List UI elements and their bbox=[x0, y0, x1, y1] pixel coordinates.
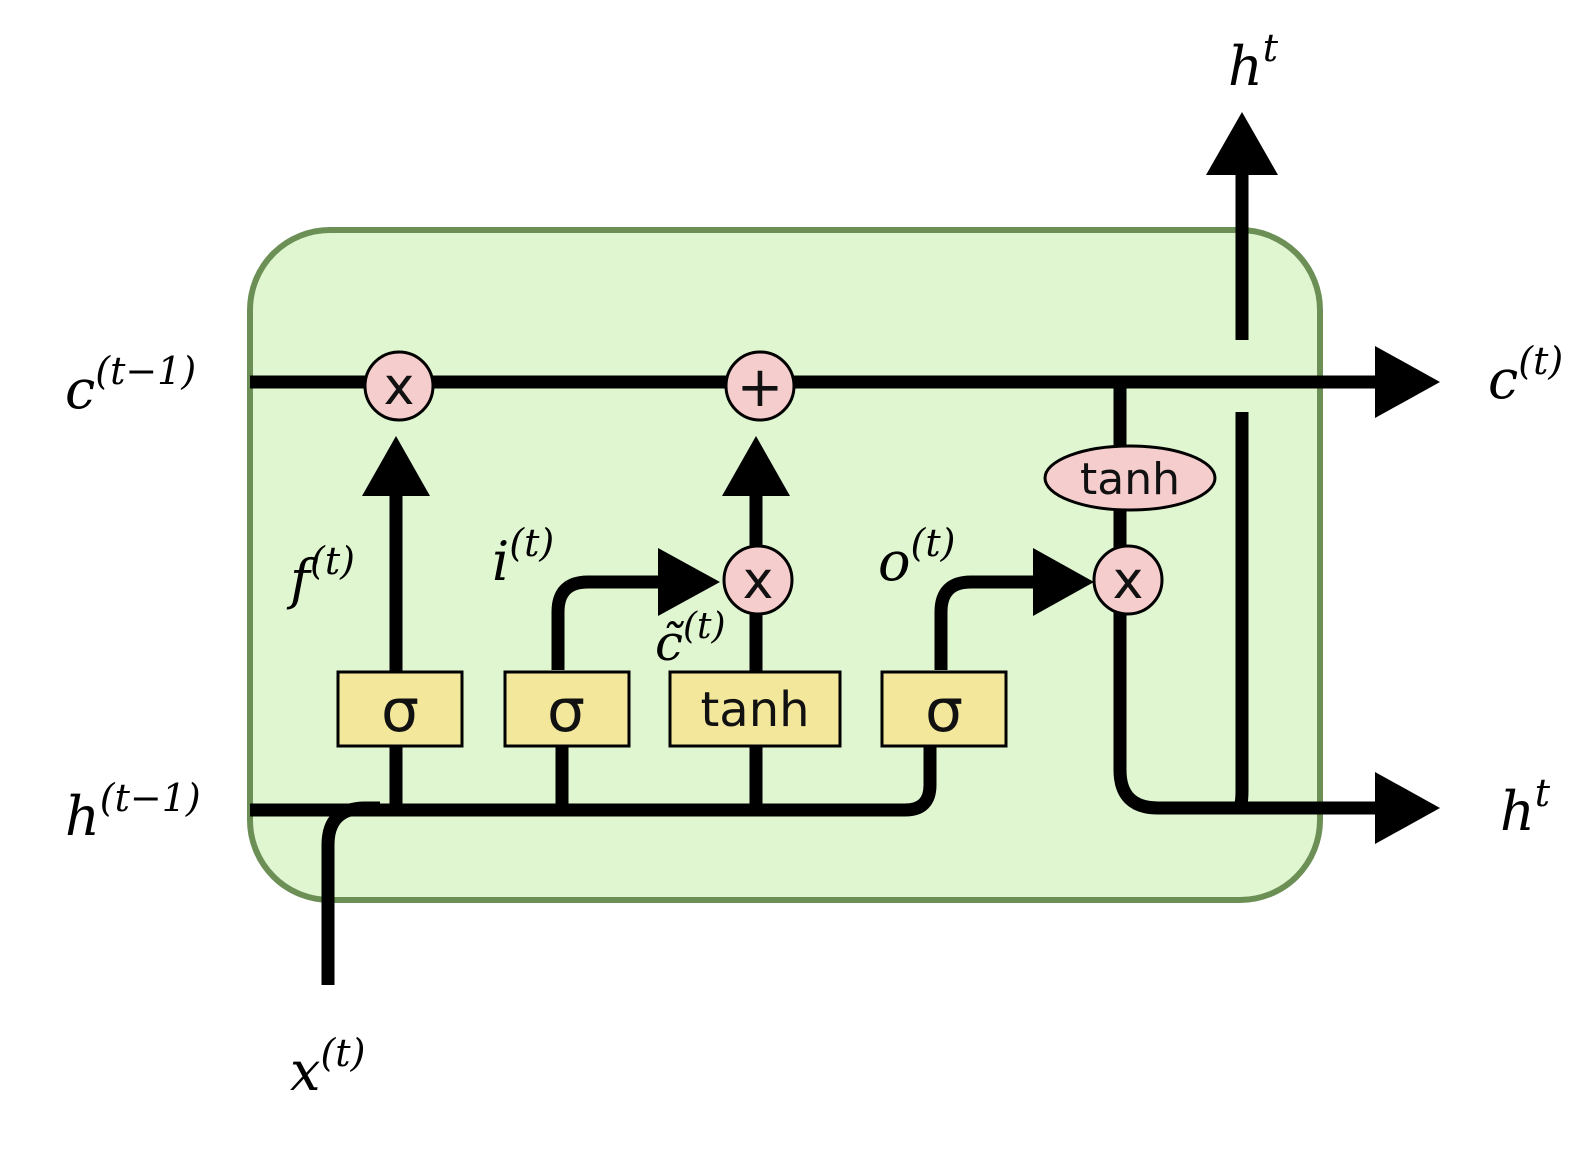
forget-multiply-symbol: x bbox=[384, 357, 415, 417]
hidden-top-arrowhead bbox=[1206, 112, 1278, 175]
forget-arrowhead bbox=[362, 436, 430, 496]
hidden-up-line bbox=[1233, 412, 1249, 815]
cell-tanh-op: tanh bbox=[1043, 444, 1217, 512]
cell-prev-label: c(t−1) bbox=[65, 349, 196, 421]
output-signal-label: o(t) bbox=[878, 521, 955, 593]
candidate-tanh-label: tanh bbox=[700, 682, 809, 738]
candidate-signal-label: c̃(t) bbox=[655, 606, 726, 672]
hidden-out-arrowhead bbox=[1375, 772, 1440, 844]
input-multiply-op: x bbox=[722, 544, 794, 616]
hidden-output-line bbox=[1113, 610, 1375, 815]
output-multiply-symbol: x bbox=[1113, 551, 1144, 611]
hidden-input-line bbox=[250, 740, 937, 817]
input-sigma-label: σ bbox=[547, 676, 585, 746]
output-multiply-op: x bbox=[1092, 544, 1164, 616]
cell-out-label: c(t) bbox=[1488, 339, 1563, 411]
input-sigma-layer: σ bbox=[503, 670, 631, 748]
cell-out-arrowhead bbox=[1375, 346, 1440, 418]
forget-sigma-layer: σ bbox=[336, 670, 464, 748]
candidate-tanh-layer: tanh bbox=[668, 670, 842, 748]
forget-multiply-op: x bbox=[363, 350, 435, 422]
x-input-label: x(t) bbox=[290, 1031, 365, 1103]
candidate-arrowhead bbox=[722, 436, 790, 496]
hidden-out-right-label: ht bbox=[1500, 771, 1551, 843]
input-signal-label: i(t) bbox=[492, 521, 554, 593]
hidden-out-top-label: ht bbox=[1228, 26, 1279, 98]
output-sigma-label: σ bbox=[925, 676, 963, 746]
cell-add-symbol: + bbox=[737, 355, 784, 420]
output-gate-line bbox=[934, 575, 1033, 670]
output-sigma-layer: σ bbox=[880, 670, 1008, 748]
hidden-prev-label: h(t−1) bbox=[65, 776, 201, 848]
input-multiply-symbol: x bbox=[743, 551, 774, 611]
cell-add-op: + bbox=[724, 350, 796, 422]
cell-tanh-label: tanh bbox=[1080, 454, 1180, 505]
input-gate-line bbox=[551, 575, 658, 810]
forget-sigma-label: σ bbox=[381, 676, 419, 746]
x-input-line bbox=[321, 801, 380, 985]
output-arrowhead bbox=[1033, 548, 1094, 616]
input-arrowhead bbox=[658, 548, 720, 616]
